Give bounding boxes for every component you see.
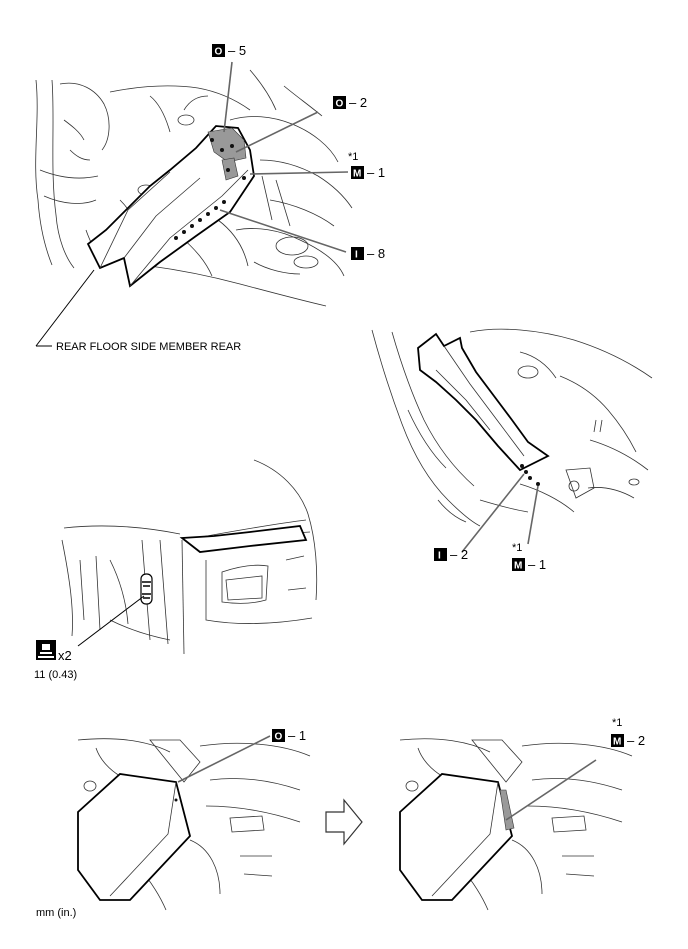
leader-m2 bbox=[505, 759, 597, 821]
svg-text:– 2: – 2 bbox=[349, 95, 367, 110]
svg-text:*1: *1 bbox=[512, 542, 522, 554]
svg-text:11 (0.43): 11 (0.43) bbox=[34, 669, 77, 681]
leader-o2 bbox=[235, 111, 319, 153]
leader-m1-right bbox=[527, 485, 539, 545]
bottom-right-view bbox=[399, 738, 633, 911]
top-left-view bbox=[35, 61, 353, 347]
svg-text:M: M bbox=[353, 169, 361, 180]
bottom-left-view bbox=[77, 735, 311, 911]
svg-text:M: M bbox=[613, 737, 621, 748]
bolt-tighten-icon bbox=[36, 640, 56, 660]
rear-floor-side-member-part bbox=[86, 125, 255, 288]
member-end-bottom-right bbox=[399, 773, 513, 901]
svg-text:– 5: – 5 bbox=[228, 43, 246, 58]
body-outline-bottom-right bbox=[399, 738, 633, 911]
spot-welds-right bbox=[520, 464, 540, 486]
weld-area-m1 bbox=[221, 157, 239, 181]
svg-text:*1: *1 bbox=[612, 717, 622, 729]
callout-o2: O – 2 bbox=[333, 95, 367, 110]
svg-text:O: O bbox=[215, 47, 223, 58]
callout-o1: O – 1 bbox=[272, 728, 306, 743]
leader-bolt bbox=[77, 595, 145, 647]
weld-area-m2 bbox=[499, 789, 515, 831]
callout-o5: O – 5 bbox=[212, 43, 246, 58]
leader-part-name bbox=[35, 269, 95, 347]
svg-text:– 1: – 1 bbox=[367, 165, 385, 180]
right-arrow-icon bbox=[325, 798, 363, 846]
callout-m2: *1 M – 2 bbox=[611, 717, 645, 748]
svg-text:x2: x2 bbox=[58, 648, 72, 663]
callout-m1-top: *1 M – 1 bbox=[348, 151, 385, 180]
callout-bolt: x2 11 (0.43) bbox=[34, 648, 77, 681]
leader-m1-top bbox=[249, 171, 349, 175]
units-note: mm (in.) bbox=[36, 907, 76, 919]
rear-panel-part bbox=[179, 525, 308, 553]
svg-text:– 1: – 1 bbox=[288, 728, 306, 743]
vehicle-rear-outline bbox=[61, 459, 318, 655]
callout-i2: I – 2 bbox=[434, 547, 468, 562]
leader-i2 bbox=[461, 473, 525, 553]
spot-welds-top bbox=[174, 138, 246, 240]
callout-i8: I – 8 bbox=[351, 246, 385, 261]
middle-left-view bbox=[36, 459, 318, 660]
bolt-positions bbox=[140, 573, 153, 605]
vehicle-body-outline-right bbox=[371, 328, 653, 527]
svg-text:O: O bbox=[336, 99, 344, 110]
svg-text:– 1: – 1 bbox=[528, 557, 546, 572]
callout-part-name: REAR FLOOR SIDE MEMBER REAR bbox=[36, 341, 241, 353]
callout-m1-right: *1 M – 1 bbox=[512, 542, 546, 572]
svg-text:*1: *1 bbox=[348, 151, 358, 163]
weld-area-o5 bbox=[207, 127, 247, 163]
svg-text:I: I bbox=[438, 551, 441, 562]
body-outline-bottom-left bbox=[77, 738, 311, 911]
svg-text:O: O bbox=[275, 732, 283, 743]
leader-i8 bbox=[219, 209, 347, 253]
top-right-view bbox=[371, 328, 653, 553]
svg-text:– 2: – 2 bbox=[450, 547, 468, 562]
svg-text:I: I bbox=[355, 250, 358, 261]
member-end-bottom-left bbox=[77, 773, 191, 901]
svg-text:– 8: – 8 bbox=[367, 246, 385, 261]
svg-text:REAR FLOOR SIDE MEMBER REAR: REAR FLOOR SIDE MEMBER REAR bbox=[56, 341, 241, 353]
svg-text:M: M bbox=[514, 561, 522, 572]
svg-text:– 2: – 2 bbox=[627, 733, 645, 748]
leader-o5 bbox=[223, 61, 233, 133]
leader-o1 bbox=[177, 735, 271, 783]
